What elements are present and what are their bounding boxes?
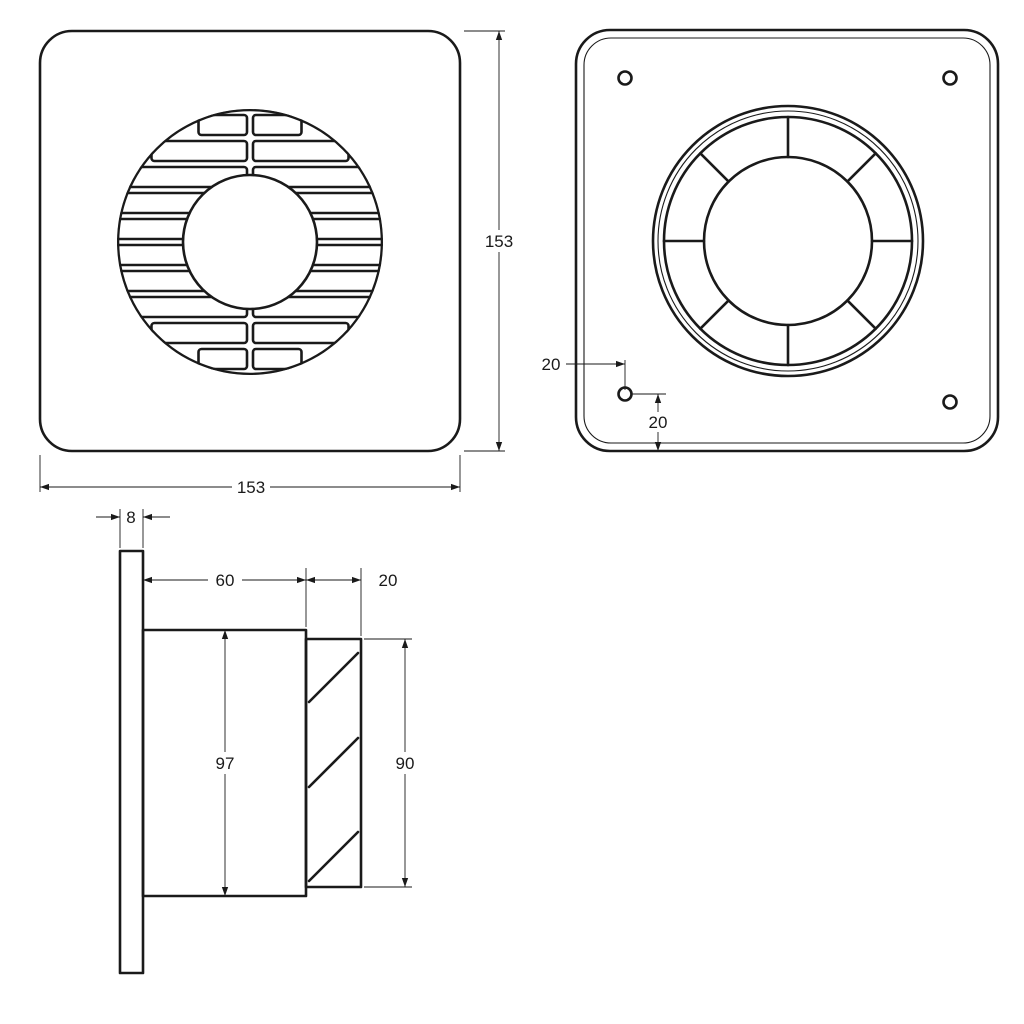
hole-offset-x-label: 20 — [542, 355, 561, 374]
front-width-dimension: 153 — [39, 455, 461, 497]
mounting-hole-top-right — [942, 70, 958, 86]
spigot-diameter-label: 90 — [396, 754, 415, 773]
body-diameter-label: 97 — [216, 754, 235, 773]
rear-duct-outer-ring — [651, 104, 925, 378]
spigot-depth-dimension: 20 — [306, 568, 397, 636]
grille-slat — [197, 347, 249, 371]
body-depth-label: 60 — [216, 571, 235, 590]
front-height-dimension: 153 — [464, 30, 518, 452]
spigot-depth-label: 20 — [379, 571, 398, 590]
grille-slat — [251, 113, 303, 137]
grille-center-disc — [183, 175, 317, 309]
rear-panel-inner — [583, 37, 991, 444]
rear-view — [574, 28, 1000, 453]
front-height-label: 153 — [485, 232, 513, 251]
body-diameter-dimension: 97 — [208, 630, 242, 896]
rear-duct-ribs — [662, 115, 914, 367]
front-width-label: 153 — [237, 478, 265, 497]
plate-thickness-label: 8 — [126, 508, 135, 527]
hole-offset-y-dimension: 20 — [631, 393, 672, 451]
grille-slat — [197, 113, 249, 137]
rear-duct-ring-2 — [657, 110, 919, 372]
front-plate-profile — [118, 549, 145, 975]
rear-panel-outer — [574, 28, 1000, 453]
body-depth-dimension: 60 — [142, 568, 307, 627]
grille-slat — [150, 139, 249, 163]
duct-rib — [699, 299, 730, 330]
grille-outer-ring — [117, 109, 383, 375]
spigot-hatching — [307, 651, 360, 883]
grille-slat — [150, 321, 249, 345]
duct-rib — [699, 152, 730, 183]
mounting-hole-top-left — [617, 70, 633, 86]
grille-slat — [251, 347, 303, 371]
grille-slat — [251, 321, 350, 345]
duct-rib — [846, 152, 877, 183]
plate-thickness-dimension: 8 — [96, 508, 170, 548]
hole-offset-y-label: 20 — [649, 413, 668, 432]
front-panel-outline — [38, 29, 462, 453]
hole-offset-x-dimension: 20 — [542, 355, 626, 390]
spigot-diameter-dimension: 90 — [364, 638, 422, 888]
grille-center-ring — [181, 173, 319, 311]
duct-rib — [846, 299, 877, 330]
spigot-profile — [304, 637, 363, 889]
mounting-hole-bottom-right — [942, 394, 958, 410]
grille-slat — [251, 139, 350, 163]
front-view — [38, 29, 462, 453]
